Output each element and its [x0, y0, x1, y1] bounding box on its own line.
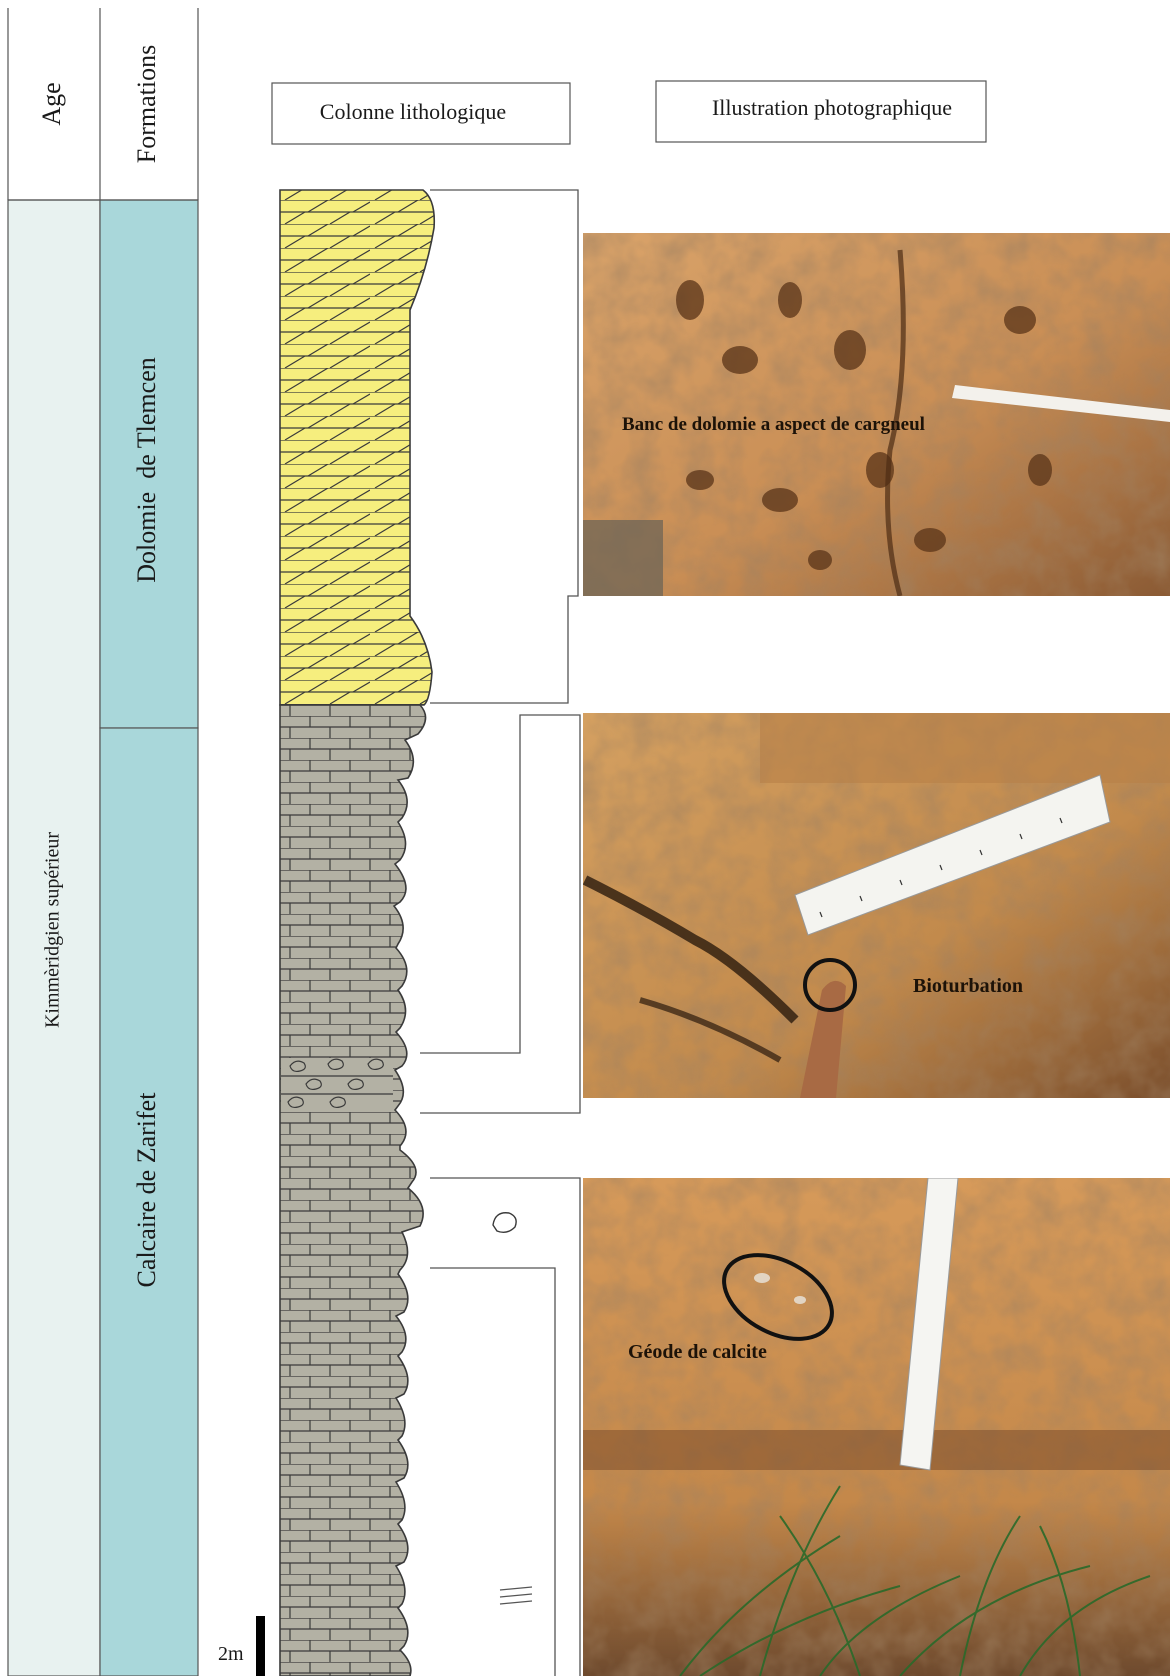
photo-geode-caption: Géode de calcite: [628, 1341, 767, 1363]
photo-geode: Géode de calcite: [583, 1178, 1170, 1676]
lithology-header: Colonne lithologique: [272, 83, 570, 144]
scale-bar-line: [256, 1616, 265, 1676]
connector-lines: [420, 190, 580, 1676]
connector-photo-2: [420, 715, 580, 1113]
dolomite-unit: [280, 190, 434, 705]
age-label: Kimmèridgien supérieur: [42, 832, 64, 1028]
header-age: Age: [37, 82, 66, 125]
photo-bioturbation-caption: Bioturbation: [913, 975, 1023, 997]
photo-dolomite-caption: Banc de dolomie a aspect de cargneul: [622, 414, 925, 435]
connector-photo-3b: [430, 1268, 555, 1676]
limestone-unit: [280, 705, 426, 1676]
bioturbation-symbols: [281, 1058, 393, 1112]
formation-calcaire-label: Calcaire de Zarifet: [132, 1092, 161, 1288]
photo-bioturbation: Bioturbation: [583, 713, 1170, 1098]
left-table: Age Formations Kimmèridgien supérieur Do…: [8, 8, 198, 1676]
geode-symbol: [493, 1213, 516, 1233]
lithology-header-text: Colonne lithologique: [320, 99, 506, 124]
scale-bar: 2m: [218, 1616, 265, 1676]
header-formations: Formations: [132, 45, 161, 163]
connector-photo-1: [430, 190, 578, 703]
photo-header-text: Illustration photographique: [712, 95, 952, 120]
scale-label: 2m: [218, 1643, 244, 1665]
connector-photo-3: [430, 1178, 580, 1676]
formation-dolomie-label: Dolomie de Tlemcen: [132, 357, 161, 583]
photo-dolomite: Banc de dolomie a aspect de cargneul: [583, 233, 1170, 596]
photo-header: Illustration photographique: [656, 81, 986, 142]
lithology-column: [280, 190, 532, 1676]
stratification-symbol: [500, 1587, 532, 1604]
